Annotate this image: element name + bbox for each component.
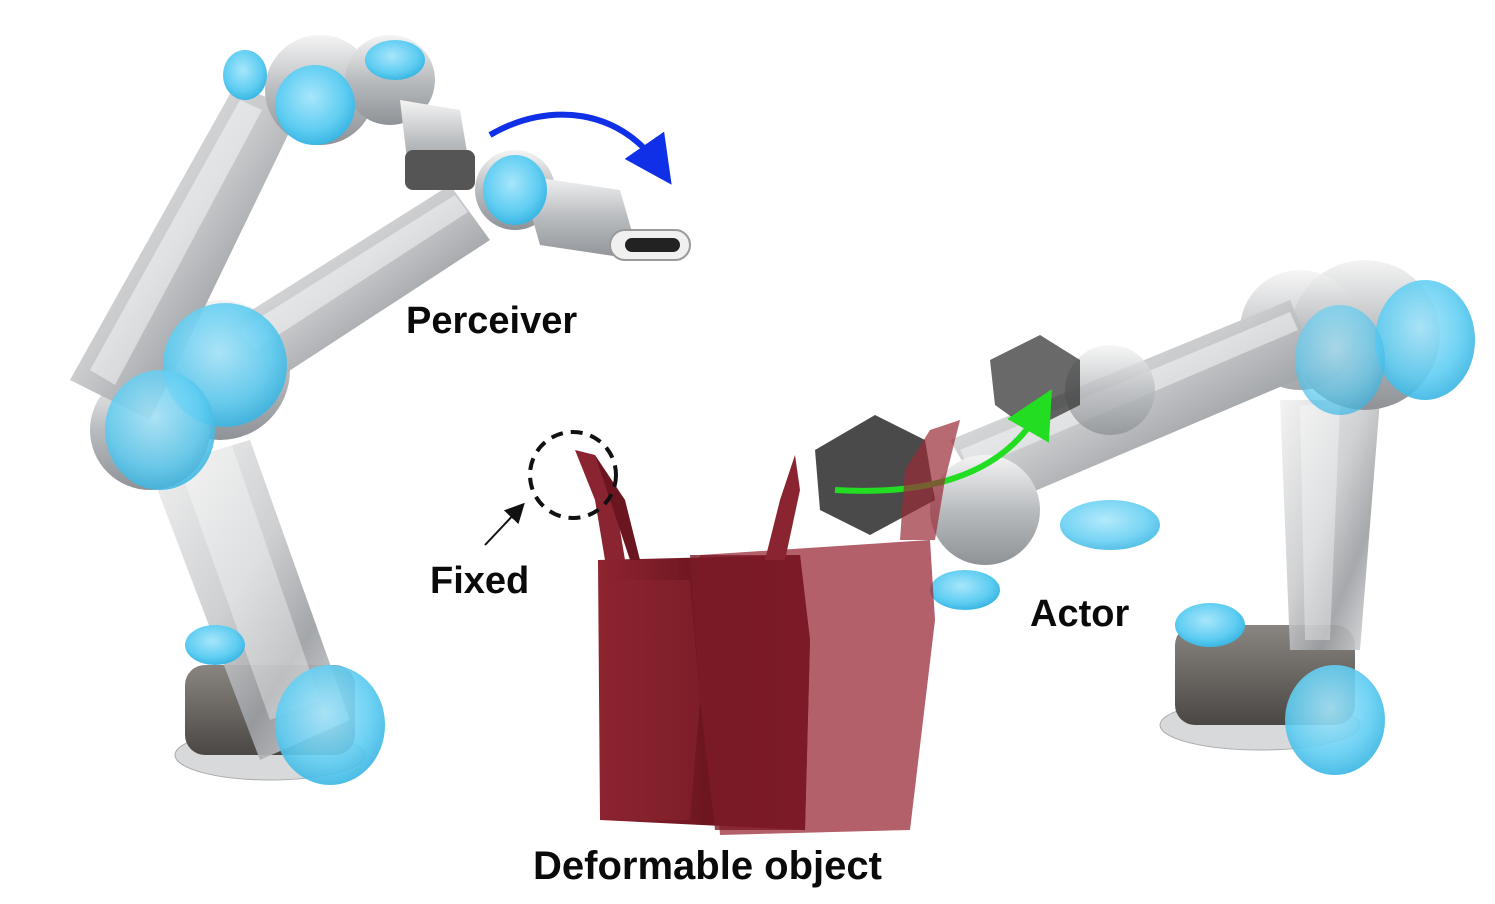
deformable-object-bag — [575, 420, 960, 835]
fixed-point-marker — [528, 430, 618, 520]
deformable-object-label: Deformable object — [533, 844, 882, 888]
actor-label: Actor — [1030, 593, 1130, 635]
perceiver-robot-arm — [70, 35, 691, 785]
perceiver-label: Perceiver — [406, 300, 578, 342]
actor-robot-arm — [815, 260, 1475, 775]
fixed-pointer-arrow — [484, 502, 525, 546]
perceiver-motion-arrow — [488, 111, 672, 185]
fixed-label: Fixed — [430, 560, 530, 602]
actor-motion-arrow — [834, 389, 1052, 494]
